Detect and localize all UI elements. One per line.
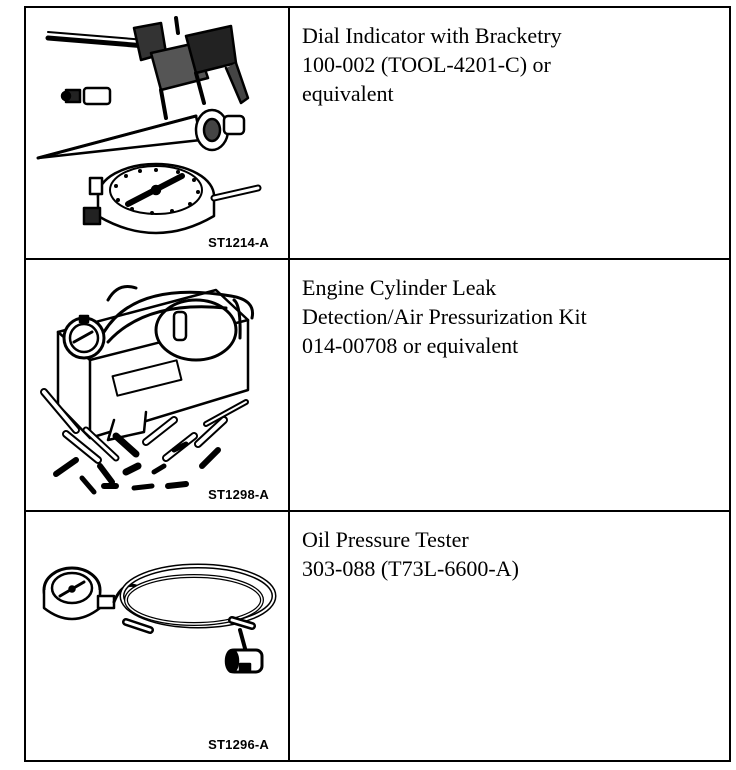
tool-description-cell: Dial Indicator with Bracketry 100-002 (T… (288, 6, 731, 260)
tool-row-leak-detection-kit: ST1298-A Engine Cylinder Leak Detection/… (24, 258, 731, 512)
tool-illustration-cell: ST1296-A (24, 510, 290, 762)
figure-id: ST1298-A (207, 487, 270, 502)
leak-detection-kit-illustration (40, 285, 255, 495)
tool-row-dial-indicator: ST1214-A Dial Indicator with Bracketry 1… (24, 6, 731, 260)
figure-id: ST1214-A (207, 235, 270, 250)
dial-indicator-with-bracketry-illustration (36, 16, 262, 235)
tool-description: Oil Pressure Tester 303-088 (T73L-6600-A… (290, 512, 729, 583)
tool-description-line: Dial Indicator with Bracketry (302, 23, 562, 48)
tool-description: Engine Cylinder Leak Detection/Air Press… (290, 260, 729, 360)
tool-description-line: 303-088 (T73L-6600-A) (302, 556, 519, 581)
tool-description-line: equivalent (302, 81, 394, 106)
tool-description: Dial Indicator with Bracketry 100-002 (T… (290, 8, 729, 108)
tool-illustration-cell: ST1214-A (24, 6, 290, 260)
tool-description-line: 100-002 (TOOL-4201-C) or (302, 52, 551, 77)
tool-description-line: 014-00708 or equivalent (302, 333, 519, 358)
tool-description-line: Oil Pressure Tester (302, 527, 469, 552)
tool-row-oil-pressure-tester: ST1296-A Oil Pressure Tester 303-088 (T7… (24, 510, 731, 762)
tool-description-cell: Oil Pressure Tester 303-088 (T73L-6600-A… (288, 510, 731, 762)
figure-id: ST1296-A (207, 737, 270, 752)
oil-pressure-tester-illustration (42, 563, 277, 674)
tool-description-cell: Engine Cylinder Leak Detection/Air Press… (288, 258, 731, 512)
tool-description-line: Detection/Air Pressurization Kit (302, 304, 587, 329)
tool-illustration-cell: ST1298-A (24, 258, 290, 512)
special-tools-table: ST1214-A Dial Indicator with Bracketry 1… (24, 6, 731, 762)
tool-description-line: Engine Cylinder Leak (302, 275, 497, 300)
